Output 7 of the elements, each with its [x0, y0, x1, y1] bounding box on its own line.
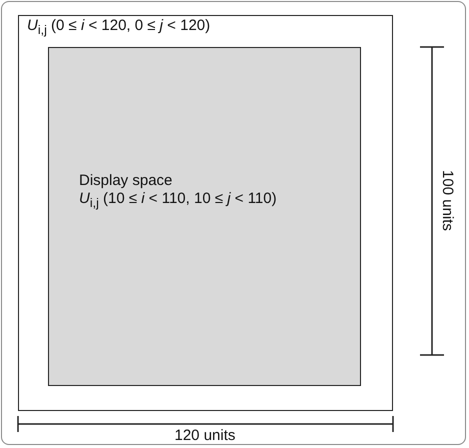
dimension-label: 120 units [174, 427, 236, 444]
display-box [48, 47, 361, 386]
box-label: U$_{i,j}$ (0 ≤ i < 120, 0 ≤ j < 120) [27, 17, 210, 39]
box-label: U$_{i,j}$ (10 ≤ i < 110, 10 ≤ j < 110) [79, 190, 277, 212]
box-title: Display space [79, 172, 172, 190]
dimension-label: 100 units [438, 170, 456, 230]
grid-box [18, 15, 393, 411]
